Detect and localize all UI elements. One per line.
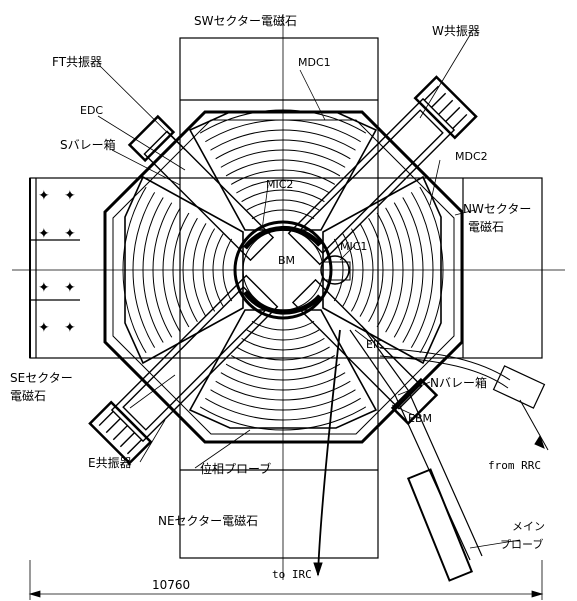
svg-text:✦: ✦ [64, 280, 76, 296]
sector-outlines [124, 111, 442, 429]
label-from-rrc: from RRC [488, 459, 541, 472]
outer-frames [29, 37, 543, 559]
label-n-valley: Nバレー箱 [430, 376, 487, 390]
svg-text:✦: ✦ [38, 280, 50, 296]
ne-sector-arcs [168, 270, 398, 431]
label-mic2: MIC2 [266, 178, 294, 191]
label-phase-probe: 位相プローブ [200, 462, 272, 476]
label-s-valley: Sバレー箱 [60, 138, 116, 152]
label-nw-magnet-2: 電磁石 [468, 220, 505, 234]
label-ne-magnet: NEセクター電磁石 [158, 514, 259, 528]
label-ebm: EBM [408, 412, 432, 425]
label-se-magnet-2: 電磁石 [10, 389, 47, 403]
nw-sector-arcs [283, 155, 444, 385]
svg-text:✦: ✦ [64, 188, 76, 204]
resonator-boxes [88, 75, 478, 465]
label-w-resonator: W共振器 [432, 24, 480, 38]
bolt-markers: ✦ ✦ ✦ ✦ ✦ ✦ ✦ ✦ [38, 188, 76, 336]
svg-text:✦: ✦ [38, 188, 50, 204]
label-eic: EIC [366, 338, 384, 351]
label-ft-resonator: FT共振器 [52, 55, 103, 69]
extraction-beamline [313, 325, 549, 582]
vacuum-chamber-octagon [103, 110, 464, 444]
svg-text:✦: ✦ [38, 320, 50, 336]
label-nw-magnet-1: NWセクター [463, 202, 532, 216]
svg-text:✦: ✦ [38, 226, 50, 242]
label-to-irc: to IRC [272, 568, 312, 581]
svg-text:✦: ✦ [64, 226, 76, 242]
sw-sector-arcs [168, 109, 398, 270]
label-e-resonator: E共振器 [88, 456, 132, 470]
label-mdc1: MDC1 [298, 56, 331, 69]
label-mic1: MIC1 [340, 240, 368, 253]
leader-lines [97, 34, 521, 549]
label-main-probe-1: メイン [512, 520, 545, 533]
central-region [233, 220, 351, 320]
label-se-magnet-1: SEセクター [10, 371, 73, 385]
label-mdc2: MDC2 [455, 150, 488, 163]
label-main-probe-2: プローブ [500, 538, 544, 551]
dimension-value: 10760 [152, 578, 191, 592]
svg-text:✦: ✦ [64, 320, 76, 336]
se-sector-arcs [122, 155, 283, 385]
label-sw-magnet: SWセクター電磁石 [194, 14, 298, 28]
center-axes [12, 14, 565, 580]
label-bm: BM [278, 254, 296, 267]
vertical-frame [179, 37, 379, 559]
dimension-line [28, 560, 544, 600]
label-edc: EDC [80, 104, 104, 117]
